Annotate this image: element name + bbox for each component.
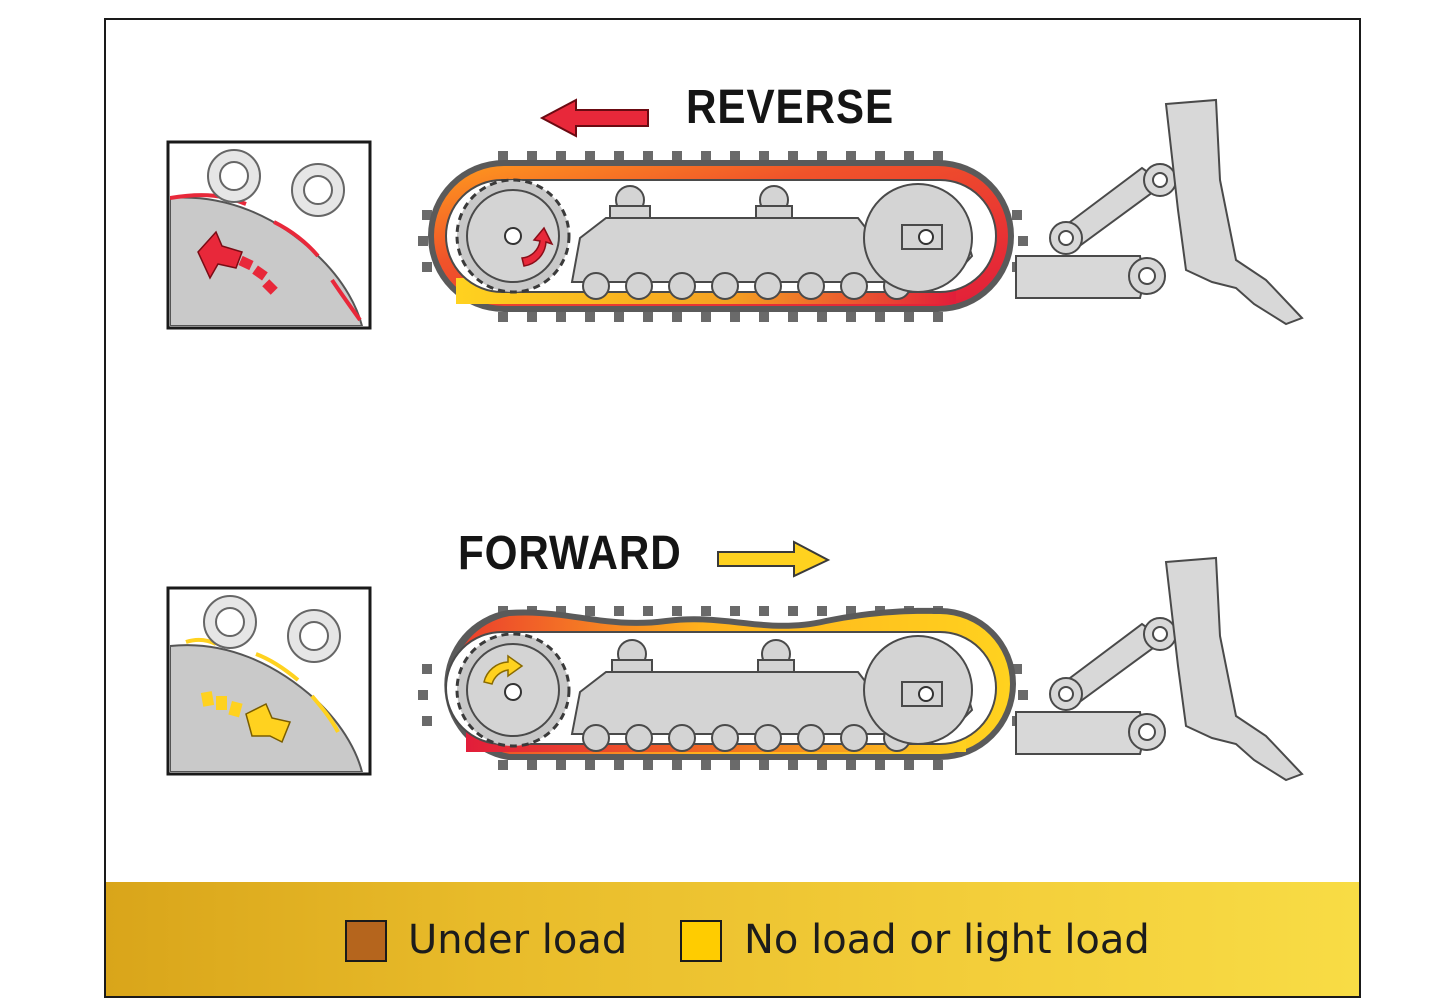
legend-bar: Under load No load or light load (106, 882, 1359, 996)
forward-sprocket-detail (166, 586, 372, 776)
forward-idler (863, 635, 973, 745)
light-load-label: No load or light load (744, 917, 1150, 963)
reverse-track-grousers (418, 151, 1028, 322)
forward-sprocket (455, 632, 571, 748)
forward-dozer-blade (1015, 556, 1304, 782)
forward-arrow-icon (717, 540, 831, 578)
under-load-swatch (345, 920, 387, 962)
reverse-sprocket (455, 178, 571, 294)
reverse-track-group (418, 98, 1304, 326)
diagram-frame: REVERSE FORWARD Under load No load or li… (104, 18, 1361, 998)
forward-track-rollers (582, 724, 911, 752)
reverse-idler (863, 183, 973, 293)
reverse-arrow-icon (539, 98, 649, 138)
track-diagram (166, 98, 1304, 782)
reverse-dozer-blade (1015, 98, 1304, 326)
reverse-label: REVERSE (686, 81, 895, 134)
reverse-sprocket-detail (166, 140, 372, 330)
under-load-label: Under load (408, 917, 628, 963)
forward-track-group (418, 540, 1304, 782)
light-load-swatch (680, 920, 722, 962)
forward-label: FORWARD (458, 527, 682, 580)
